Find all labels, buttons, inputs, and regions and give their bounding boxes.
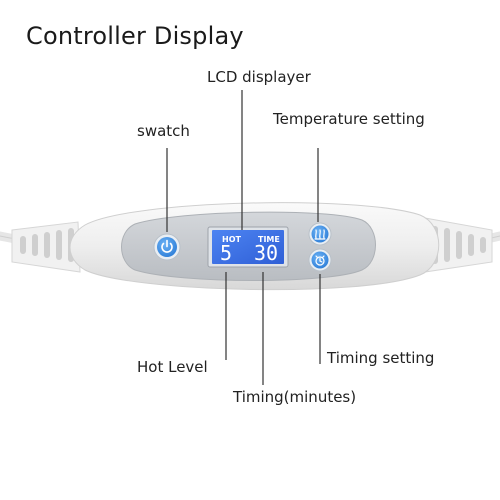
lcd-minutes-value: 30	[254, 241, 279, 265]
diagram-title: Controller Display	[26, 22, 244, 50]
label-temperature-setting: Temperature setting	[273, 110, 425, 128]
lcd-hot-level-value: 5	[220, 241, 233, 265]
power-icon	[161, 239, 173, 253]
timer-button[interactable]	[308, 248, 332, 272]
label-swatch: swatch	[137, 122, 190, 140]
leader-lines	[166, 90, 321, 385]
lcd-time-label: TIME	[258, 235, 280, 244]
label-lcd-displayer: LCD displayer	[207, 68, 311, 86]
heat-waves-icon	[314, 229, 326, 240]
label-hot-level: Hot Level	[137, 358, 208, 376]
temperature-button[interactable]	[308, 222, 332, 246]
left-strain-relief	[11, 221, 81, 273]
label-timing-minutes: Timing(minutes)	[233, 388, 357, 406]
alarm-clock-icon	[315, 255, 325, 266]
power-button[interactable]	[153, 233, 181, 261]
label-timing-setting: Timing setting	[327, 349, 435, 367]
lcd-hot-label: HOT	[222, 235, 241, 244]
